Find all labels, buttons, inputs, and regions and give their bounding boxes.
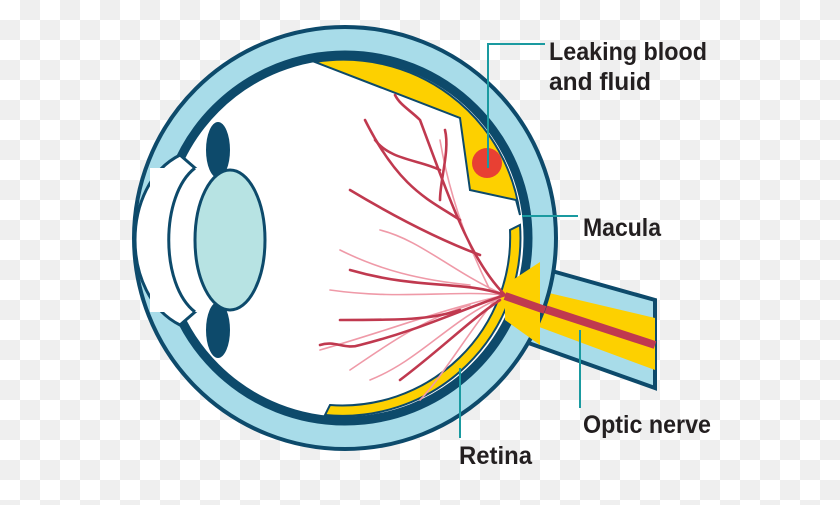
retinal-vessels — [318, 93, 507, 401]
lens — [193, 168, 267, 312]
label-optic-nerve: Optic nerve — [583, 411, 711, 439]
leader-leaking — [487, 43, 545, 168]
label-macula: Macula — [583, 214, 662, 242]
ciliary-body-top — [206, 122, 230, 178]
retina-layer — [311, 58, 522, 417]
label-retina: Retina — [459, 442, 533, 470]
ciliary-body-bottom — [206, 302, 230, 358]
label-and-fluid: and fluid — [549, 68, 651, 96]
label-leaking-blood: Leaking blood — [549, 38, 707, 66]
